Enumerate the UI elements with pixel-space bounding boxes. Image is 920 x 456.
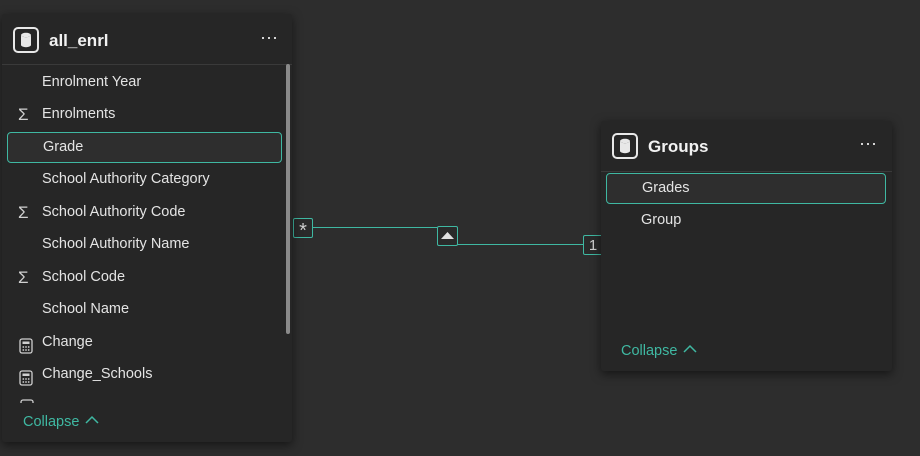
calculator-icon <box>19 335 33 366</box>
field-label: Enrolment Year <box>42 74 142 90</box>
table-card-groups[interactable]: Groups ⋯ Grades Group Collapse <box>601 121 892 371</box>
field-label: School Code <box>42 269 126 285</box>
field-label: Enrolments <box>42 106 116 122</box>
field-change[interactable]: Change <box>6 327 282 358</box>
table-card-all-enrl[interactable]: all_enrl ⋯ Enrolment Year Σ Enrolments G… <box>2 14 292 442</box>
collapse-label: Collapse <box>621 343 678 359</box>
field-label: Change_Schools <box>42 366 153 382</box>
field-list-scrollbar[interactable] <box>286 64 290 334</box>
field-school-authority-name[interactable]: School Authority Name <box>6 229 282 260</box>
field-label: School Name <box>42 301 130 317</box>
field-label: Change <box>42 334 93 350</box>
many-cardinality-marker: * <box>293 218 313 242</box>
chevron-up-icon <box>683 344 697 353</box>
table-icon <box>13 27 39 53</box>
field-grade[interactable]: Grade <box>7 132 282 163</box>
field-grades[interactable]: Grades <box>606 173 886 204</box>
sum-icon: Σ <box>18 105 29 124</box>
more-options-icon[interactable]: ⋯ <box>260 28 279 48</box>
field-label: School Authority Name <box>42 236 190 252</box>
collapse-label: Collapse <box>23 414 80 430</box>
collapse-button[interactable]: Collapse <box>23 414 99 430</box>
field-label: Grade <box>43 139 84 155</box>
relationship-line-left[interactable] <box>313 227 437 228</box>
calculator-icon <box>19 367 33 398</box>
sum-icon: Σ <box>18 268 29 287</box>
more-options-icon[interactable]: ⋯ <box>859 134 878 154</box>
relationship-line-right[interactable] <box>457 244 583 245</box>
chevron-up-icon <box>85 415 99 424</box>
field-label: School Authority Code <box>42 204 186 220</box>
collapse-button[interactable]: Collapse <box>621 343 697 359</box>
clipped-field-icon <box>20 399 34 403</box>
field-label: Group <box>641 212 682 228</box>
field-label: Grades <box>642 180 690 196</box>
field-school-name[interactable]: School Name <box>6 294 282 325</box>
table-title: Groups <box>648 137 709 156</box>
field-school-authority-category[interactable]: School Authority Category <box>6 164 282 195</box>
field-enrolment-year[interactable]: Enrolment Year <box>6 67 282 98</box>
table-title: all_enrl <box>49 31 109 50</box>
field-school-code[interactable]: Σ School Code <box>6 262 282 293</box>
field-change-schools[interactable]: Change_Schools <box>6 359 282 390</box>
table-icon <box>612 133 638 159</box>
sum-icon: Σ <box>18 203 29 222</box>
field-school-authority-code[interactable]: Σ School Authority Code <box>6 197 282 228</box>
table-header[interactable]: Groups ⋯ <box>601 121 892 172</box>
table-header[interactable]: all_enrl ⋯ <box>2 14 292 65</box>
field-group[interactable]: Group <box>605 205 886 236</box>
field-label: School Authority Category <box>42 171 210 187</box>
cross-filter-direction-icon[interactable] <box>437 226 458 246</box>
one-cardinality-marker: 1 <box>583 235 603 255</box>
field-enrolments[interactable]: Σ Enrolments <box>6 99 282 130</box>
